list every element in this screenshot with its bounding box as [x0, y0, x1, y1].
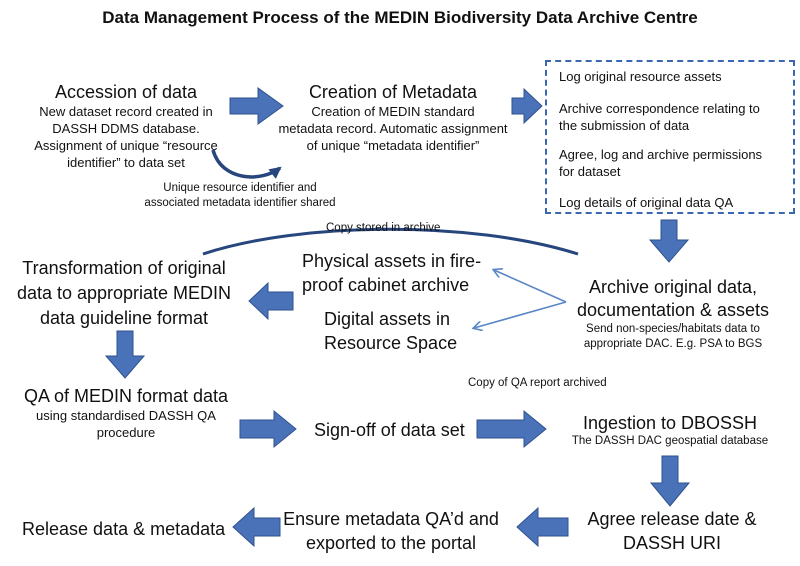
agree-line-1: Agree release date & [587, 509, 757, 529]
archive-block: Archive original data, documentation & a… [566, 276, 780, 352]
ingestion-note: The DASSH DAC geospatial database [571, 435, 769, 447]
arrow-ensure-to-release [232, 506, 281, 548]
diagram-title: Data Management Process of the MEDIN Bio… [102, 8, 698, 27]
copy-qa-label: Copy of QA report archived [468, 377, 607, 389]
ensure-block: Ensure metadata QA’d and exported to the… [278, 507, 504, 555]
agree-block: Agree release date & DASSH URI [574, 507, 770, 555]
accession-line-2: DASSH DDMS database. [52, 121, 200, 136]
archive-note-line-1: Send non-species/habitats data to [586, 323, 760, 335]
shared-note-line-1: Unique resource identifier and [163, 182, 317, 194]
list-item-qa-details: Log details of original data QA [559, 195, 734, 210]
accession-line-1: New dataset record created in [39, 104, 213, 119]
qa-line-2: procedure [96, 425, 156, 440]
digital-assets-line-2: Resource Space [324, 333, 458, 353]
qa-block: QA of MEDIN format data using standardis… [10, 385, 242, 441]
transformation-line-1: Transformation of original [22, 258, 226, 278]
digital-assets-line-1: Digital assets in [324, 309, 451, 329]
shared-note-line-2: associated metadata identifier shared [144, 197, 336, 209]
arrow-accession-to-metadata [229, 87, 284, 125]
metadata-heading: Creation of Metadata [308, 82, 478, 102]
metadata-block: Creation of Metadata Creation of MEDIN s… [262, 81, 524, 154]
accession-line-4: identifier” to data set [67, 155, 185, 170]
arc-copy-stored [202, 227, 579, 256]
copy-stored-label: Copy stored in archive [326, 222, 441, 234]
ensure-line-2: exported to the portal [305, 533, 477, 553]
accession-line-3: Assignment of unique “resource [34, 138, 218, 153]
digital-assets-block: Digital assets in Resource Space [324, 307, 474, 355]
archive-heading-line-2: documentation & assets [576, 300, 770, 320]
arrow-agree-to-ensure [516, 506, 569, 548]
physical-assets-line-2: proof cabinet archive [302, 275, 470, 295]
accession-block: Accession of data New dataset record cre… [20, 81, 232, 171]
thin-arrow-to-digital [474, 301, 567, 328]
identifier-shared-note: Unique resource identifier and associate… [120, 181, 360, 211]
transformation-line-2: data to appropriate MEDIN [16, 283, 232, 303]
transformation-block: Transformation of original data to appro… [8, 256, 240, 331]
qa-heading: QA of MEDIN format data [23, 386, 229, 406]
metadata-line-3: of unique “metadata identifier” [306, 138, 480, 153]
physical-assets-block: Physical assets in fire- proof cabinet a… [302, 249, 502, 297]
ingestion-block: Ingestion to DBOSSH The DASSH DAC geospa… [558, 412, 782, 449]
agree-line-2: DASSH URI [622, 533, 721, 553]
signoff-text: Sign-off of data set [314, 420, 465, 440]
arrow-transformation-to-qa [104, 330, 146, 379]
archive-log-list: Log original resource assets Archive cor… [545, 60, 795, 214]
arrow-archive-to-transformation [248, 281, 294, 321]
metadata-line-2: metadata record. Automatic assignment [278, 121, 508, 136]
physical-assets-line-1: Physical assets in fire- [302, 251, 482, 271]
archive-heading-line-1: Archive original data, [588, 277, 758, 297]
curved-arrow-identifier [211, 149, 282, 179]
arrow-log-to-archive [648, 219, 690, 263]
qa-line-1: using standardised DASSH QA [36, 408, 216, 423]
release-text: Release data & metadata [22, 519, 226, 539]
list-item-log-assets: Log original resource assets [559, 69, 722, 84]
accession-heading: Accession of data [54, 82, 198, 102]
arrow-metadata-to-log [511, 87, 543, 125]
transformation-line-3: data guideline format [39, 308, 209, 328]
arrow-qa-to-signoff [239, 409, 297, 449]
ensure-line-1: Ensure metadata QA’d and [283, 509, 499, 529]
arrow-signoff-to-ingestion [476, 409, 547, 449]
metadata-line-1: Creation of MEDIN standard [311, 104, 475, 119]
ingestion-heading: Ingestion to DBOSSH [582, 413, 758, 433]
archive-note-line-2: appropriate DAC. E.g. PSA to BGS [583, 338, 763, 350]
arrow-ingestion-to-agree [649, 455, 691, 507]
thin-arrow-to-physical [494, 270, 567, 303]
